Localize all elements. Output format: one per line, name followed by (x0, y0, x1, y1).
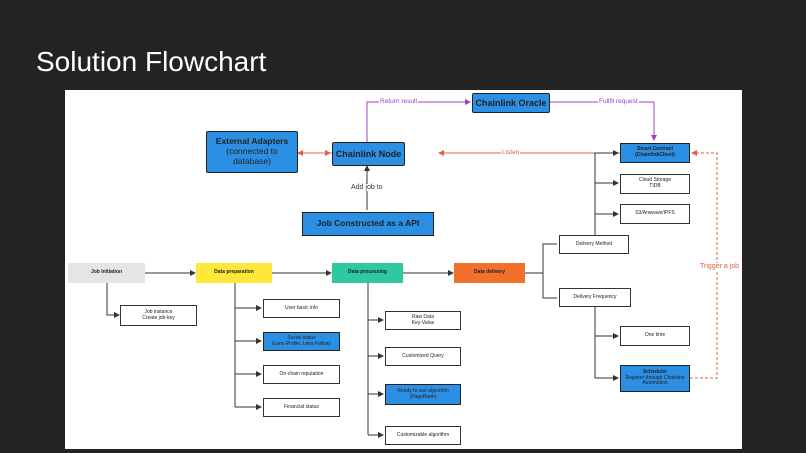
scheduler-line3: Automation (642, 380, 668, 387)
slide-title: Solution Flowchart (36, 46, 267, 77)
raw-data-title: Raw Data (412, 313, 434, 320)
edge-deliv-split (525, 243, 557, 274)
job-instance-node: Job instance Create job-key (120, 305, 197, 326)
one-time-node: One time (620, 326, 690, 346)
edge-label-trigger-job: Trigger a job (699, 263, 741, 270)
data-preparation-label: Data preparation (214, 269, 254, 276)
scheduler-title: Scheduler (642, 368, 668, 375)
ready-algorithm-node: Ready to use algorithm (PageRank) (385, 384, 461, 405)
data-preparation-node: Data preparation (196, 263, 272, 283)
external-adapters-title: External Adapters (215, 136, 289, 147)
user-basic-info-node: User basic info (263, 299, 340, 318)
chainlink-oracle-node: Chainlink Oracle (472, 93, 550, 113)
edge-label-add-job-to: Add job to (350, 184, 384, 191)
data-delivery-label: Data delivery (473, 269, 506, 276)
edge-label-return-result: Return result (379, 98, 419, 105)
edge-oracle-to-contract (550, 101, 657, 141)
social-status-title: Social status (287, 334, 316, 341)
smart-contract-node: Smart Contract (ChainlinkClient) (620, 143, 690, 163)
user-basic-info-label: User basic info (284, 304, 319, 311)
external-adapters-line3: database) (233, 155, 271, 166)
data-processing-label: Data processing (348, 269, 387, 276)
delivery-method-label: Delivery Method (575, 240, 613, 247)
customized-query-label: Customized Query (402, 352, 444, 359)
flowchart-canvas: Return result Fullfil request Listen Add… (65, 90, 742, 449)
ready-algorithm-sub: (PageRank) (409, 393, 437, 400)
external-adapters-line2: (connected to (226, 146, 278, 157)
customizable-algorithm-node: Customizable algorithm (385, 426, 461, 445)
delivery-frequency-node: Delivery Frequency (559, 288, 631, 307)
chainlink-oracle-label: Chainlink Oracle (475, 97, 547, 108)
onchain-reputation-node: On-chain reputation (263, 365, 340, 384)
chainlink-node-label: Chainlink Node (335, 148, 402, 159)
edge-method-branch (594, 150, 619, 235)
job-instance-sub: Create job-key (142, 314, 175, 321)
delivery-frequency-label: Delivery Frequency (573, 293, 617, 300)
s3-storage-label: S3/Arweave/IPFS (635, 210, 675, 217)
data-delivery-node: Data delivery (454, 263, 525, 283)
edge-init-to-instance (106, 283, 120, 318)
job-instance-title: Job instance (144, 308, 173, 315)
smart-contract-title: Smart Contract (636, 146, 674, 153)
external-adapters-node: External Adapters (connected to database… (206, 131, 298, 173)
job-constructed-label: Job Constructed as a API (316, 218, 420, 229)
social-status-node: Social status (Lens Profile, Lens Follow… (263, 332, 340, 351)
ready-algorithm-title: Ready to use algorithm (397, 387, 449, 394)
financial-status-label: Financial status (284, 403, 319, 410)
customizable-algorithm-label: Customizable algorithm (396, 431, 450, 438)
raw-data-sub: Key-Value (411, 319, 435, 326)
one-time-label: One time (644, 332, 666, 339)
edge-node-to-oracle (366, 99, 471, 142)
scheduler-line2: Register through Chainlink (625, 374, 685, 381)
cloud-storage-title: Cloud Storage (639, 177, 671, 184)
cloud-storage-node: Cloud Storage TIDB (620, 174, 690, 194)
smart-contract-sub: (ChainlinkClient) (635, 152, 675, 158)
edge-label-listen: Listen (501, 149, 521, 156)
delivery-method-node: Delivery Method (559, 235, 629, 254)
social-status-sub: (Lens Profile, Lens Follow) (271, 340, 332, 347)
financial-status-node: Financial status (263, 398, 340, 417)
chainlink-node: Chainlink Node (332, 142, 405, 166)
cloud-storage-sub: TIDB (649, 183, 661, 189)
raw-data-node: Raw Data Key-Value (385, 311, 461, 330)
job-initiation-label: Job Initiation (90, 269, 123, 276)
s3-storage-node: S3/Arweave/IPFS (620, 204, 690, 224)
edge-frequency-branch (594, 306, 619, 381)
job-constructed-node: Job Constructed as a API (302, 212, 434, 236)
connectors (106, 99, 718, 438)
onchain-reputation-label: On-chain reputation (279, 370, 324, 377)
data-processing-node: Data processing (332, 263, 403, 283)
job-initiation-node: Job Initiation (68, 263, 145, 283)
edge-label-fulfill-request: Fullfil request (598, 98, 639, 105)
scheduler-node: Scheduler Register through Chainlink Aut… (620, 365, 690, 392)
customized-query-node: Customized Query (385, 347, 461, 366)
